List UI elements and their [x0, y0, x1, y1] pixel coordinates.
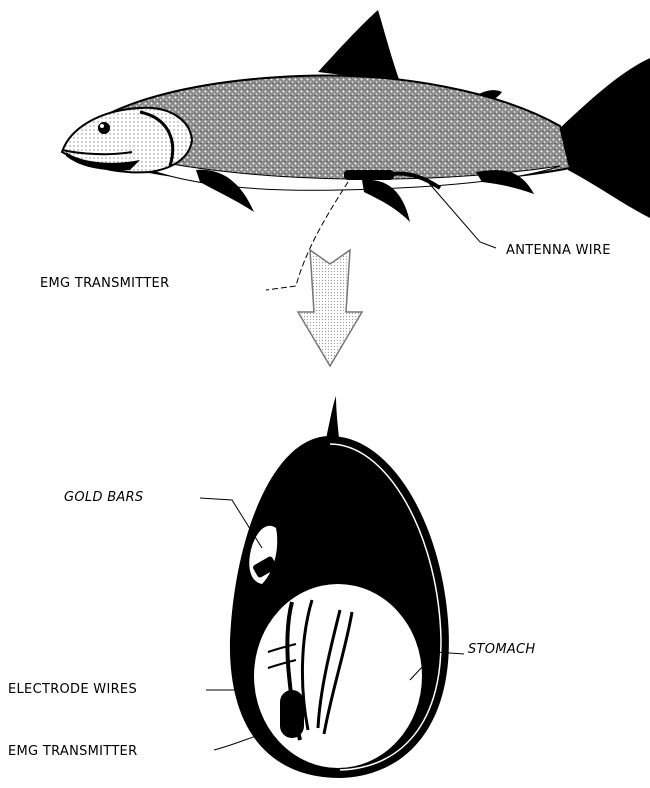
fish-transmitter: [344, 170, 394, 180]
label-stomach: STOMACH: [468, 642, 536, 657]
fish-dorsal-fin: [318, 10, 400, 82]
down-arrow: [298, 250, 362, 366]
cross-section: [230, 396, 449, 778]
fish-tail: [560, 58, 650, 218]
fish-illustration: [62, 10, 650, 222]
label-emg-transmitter-top: EMG TRANSMITTER: [40, 276, 169, 291]
cross-section-transmitter: [280, 690, 304, 738]
fish-eye: [98, 122, 110, 134]
label-gold-bars: GOLD BARS: [64, 490, 144, 505]
label-electrode-wires: ELECTRODE WIRES: [8, 682, 137, 697]
leader-antenna: [428, 182, 496, 248]
label-antenna-wire: ANTENNA WIRE: [506, 243, 611, 258]
leader-emg-bottom: [214, 734, 262, 750]
label-emg-transmitter-bottom: EMG TRANSMITTER: [8, 744, 137, 759]
